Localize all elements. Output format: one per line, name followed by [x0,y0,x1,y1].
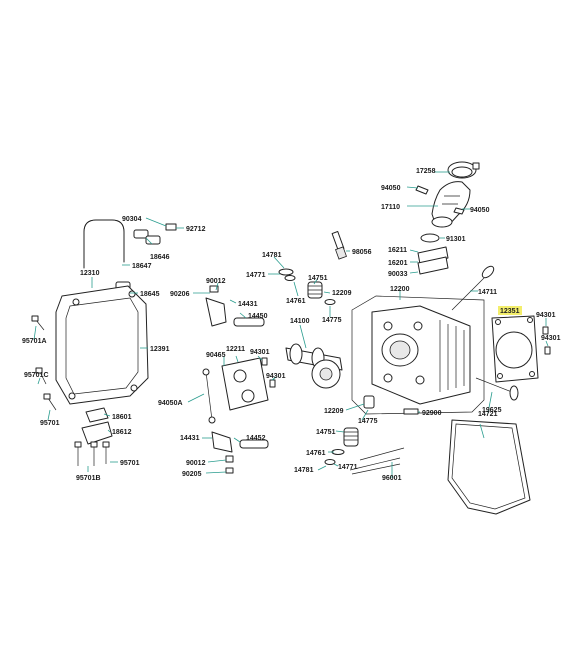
breather-pipe-12310 [83,219,125,269]
callout-14721: 14721 [478,411,498,418]
callout-14781-a: 14781 [262,252,282,259]
callout-19625: 19625 [482,407,502,414]
callout-90205: 90205 [182,471,202,478]
callout-94050-b: 94050 [470,207,490,214]
callout-94301-c: 94301 [250,349,270,356]
callout-16211: 16211 [388,247,407,254]
leader-lines [33,171,549,478]
callout-18647: 18647 [132,263,152,270]
callout-14751-a: 14751 [308,275,328,282]
callout-92712: 92712 [186,226,206,233]
oil-filler-18601 [81,407,113,445]
callout-90033: 90033 [388,271,408,278]
rocker-arm-lower [211,431,269,453]
callout-95701-a: 95701 [40,420,60,427]
chain-guide-94050A [202,368,216,424]
callout-98056: 98056 [352,249,372,256]
callout-12211: 12211 [226,346,245,353]
callout-18601: 18601 [112,414,132,421]
callout-14452: 14452 [246,435,266,442]
callout-91301: 91301 [446,236,466,243]
callout-14100: 14100 [290,318,310,325]
callout-94301-d: 94301 [266,373,286,380]
screw-92900 [403,408,419,415]
callout-95701B: 95701B [76,475,101,482]
callout-14761-b: 14761 [306,450,326,457]
callout-90012-b: 90012 [186,460,206,467]
callout-90304: 90304 [122,216,142,223]
rocker-holder-12211 [221,357,269,411]
intake-clamp [447,161,480,179]
cylinder-head-12200 [371,305,471,405]
callout-14431-a: 14431 [238,301,258,308]
small-bolts-rocker [209,285,276,474]
callout-17110: 17110 [381,204,400,211]
callout-12209-b: 12209 [324,408,344,415]
callout-18646: 18646 [150,254,170,261]
intake-manifold [431,181,471,228]
cover-gasket-19625 [447,419,531,515]
studs-96001 [349,447,405,475]
callout-90465: 90465 [206,352,226,359]
valve-14711 [451,265,495,311]
callout-16201: 16201 [388,260,408,267]
callout-94301-a: 94301 [536,312,556,319]
upper-valve-springs [278,268,336,305]
rocker-arm-upper [205,297,265,327]
callout-14771-b: 14771 [338,464,358,471]
bolts-95701B [74,441,110,466]
callout-12351: 12351 [500,308,520,315]
callout-94050-a: 94050 [381,185,401,192]
callout-14775-b: 14775 [358,418,378,425]
callout-92900: 92900 [422,410,442,417]
intake-gaskets [417,246,449,275]
callout-14450: 14450 [248,313,268,320]
highlight-12351 [498,306,522,315]
callout-14775-a: 14775 [322,317,342,324]
callout-94050A: 94050A [158,400,183,407]
lower-valve-springs [324,395,375,465]
valve-14721 [475,377,519,401]
callout-90012-a: 90012 [206,278,226,285]
callout-94301-b: 94301 [541,335,561,342]
dowel-pins-94301 [542,326,551,355]
valve-cover-12391 [55,285,149,405]
callout-14761-a: 14761 [286,298,306,305]
cover-bolts [31,315,57,411]
callout-95701A: 95701A [22,338,47,345]
head-frame-box [351,295,485,415]
callout-14771-a: 14771 [246,272,266,279]
callout-14751-b: 14751 [316,429,336,436]
o-ring-91301 [420,233,440,243]
callout-18645: 18645 [140,291,160,298]
callout-14781-b: 14781 [294,467,314,474]
callout-12391: 12391 [150,346,170,353]
callout-17258: 17258 [416,168,436,175]
callout-12200: 12200 [390,286,410,293]
callout-95701-b: 95701 [120,460,140,467]
spark-plug-98056 [331,231,347,260]
callout-14711: 14711 [478,289,497,296]
callout-18612: 18612 [112,429,132,436]
camshaft-14100 [285,343,343,389]
callout-labels: 17258 94050 17110 94050 91301 90304 9271… [22,168,561,482]
callout-90206: 90206 [170,291,190,298]
head-gasket-12351 [491,315,539,383]
intake-bolts [415,185,465,215]
callout-12209-a: 12209 [332,290,352,297]
callout-14431-b: 14431 [180,435,200,442]
callout-12310: 12310 [80,270,100,277]
callout-95701C: 95701C [24,372,49,379]
callout-96001: 96001 [382,475,402,482]
